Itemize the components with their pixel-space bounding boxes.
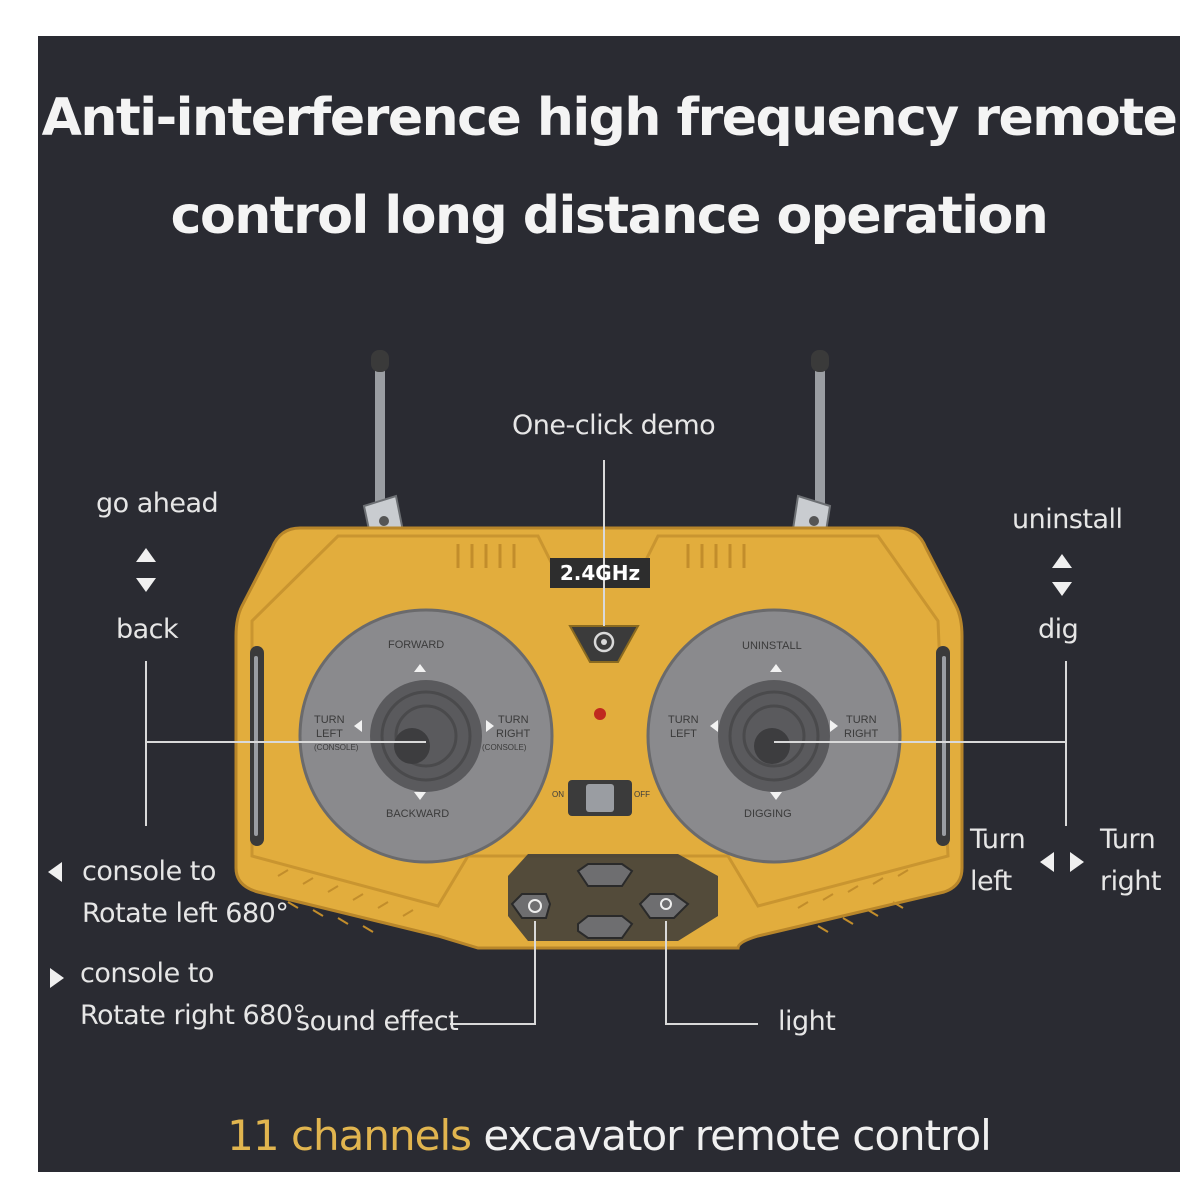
left-turn-left-label-1: TURN [314,714,345,726]
dig-label: dig [1038,614,1079,645]
right-turn-right-label-2: RIGHT [844,728,879,740]
headline-line-1: Anti-interference high frequency remote [41,88,1178,148]
console-left-label-2: Rotate left 680° [82,898,289,929]
left-turn-right-label-3: (CONSOLE) [482,743,527,752]
frequency-badge [550,558,650,588]
bulb-icon [660,898,672,910]
back-label: back [116,614,179,645]
turn-left-label-2: left [970,866,1012,897]
headline-line-2: control long distance operation [170,186,1049,246]
console-right-label-2: Rotate right 680° [80,1000,306,1031]
right-digging-label: DIGGING [744,808,792,820]
go-ahead-label: go ahead [96,488,219,519]
footer-rest: excavator remote control [471,1111,991,1160]
right-arrow-icon [1070,852,1084,872]
right-turn-right-label-1: TURN [846,714,877,726]
turn-right-label-1: Turn [1100,824,1156,855]
rotate-right-arrow-icon [50,968,64,988]
rotate-left-arrow-icon [48,862,62,882]
left-arrow-icon [1040,852,1054,872]
right-turn-left-label-1: TURN [668,714,699,726]
left-forward-label: FORWARD [388,639,445,651]
left-antenna-icon [362,350,406,546]
right-uninstall-label: UNINSTALL [742,640,802,652]
left-turn-right-label-1: TURN [498,714,529,726]
footer-title: 11 channels excavator remote control [38,1111,1180,1160]
power-switch [568,780,632,816]
turn-left-label-1: Turn [970,824,1026,855]
light-button [638,893,690,919]
bottom-button-cluster [508,854,718,941]
right-antenna-icon [790,350,832,546]
left-backward-label: BACKWARD [386,808,450,820]
footer-accent: 11 channels [227,1111,472,1160]
up-arrow-icon-right [1052,554,1072,568]
sound-effect-button [510,893,552,919]
one-click-demo-label: One-click demo [512,410,716,441]
up-arrow-icon-left [136,548,156,562]
left-joystick-dial [298,608,554,864]
power-on-label: ON [552,790,564,799]
console-right-label-1: console to [80,958,214,989]
callout-lines [145,460,1067,1025]
right-turn-left-label-2: LEFT [670,728,697,740]
left-turn-right-label-2: RIGHT [496,728,531,740]
uninstall-label: uninstall [1012,504,1123,535]
power-off-label: OFF [634,790,650,799]
light-label: light [778,1006,836,1037]
demo-button-icon [568,625,640,663]
left-turn-left-label-3: (CONSOLE) [314,743,359,752]
right-joystick-dial [646,608,902,864]
console-left-label-1: console to [82,856,216,887]
frequency-badge-label: 2.4GHz [559,561,641,585]
down-arrow-icon-left [136,578,156,592]
power-led-icon [594,708,606,720]
down-arrow-icon-right [1052,582,1072,596]
turn-right-label-2: right [1100,866,1161,897]
sound-icon [528,899,542,913]
sound-effect-label: sound effect [296,1006,459,1037]
remote-controller-illustration [48,350,1084,1025]
product-panel: Anti-interference high frequency remote … [38,36,1180,1172]
left-turn-left-label-2: LEFT [316,728,343,740]
